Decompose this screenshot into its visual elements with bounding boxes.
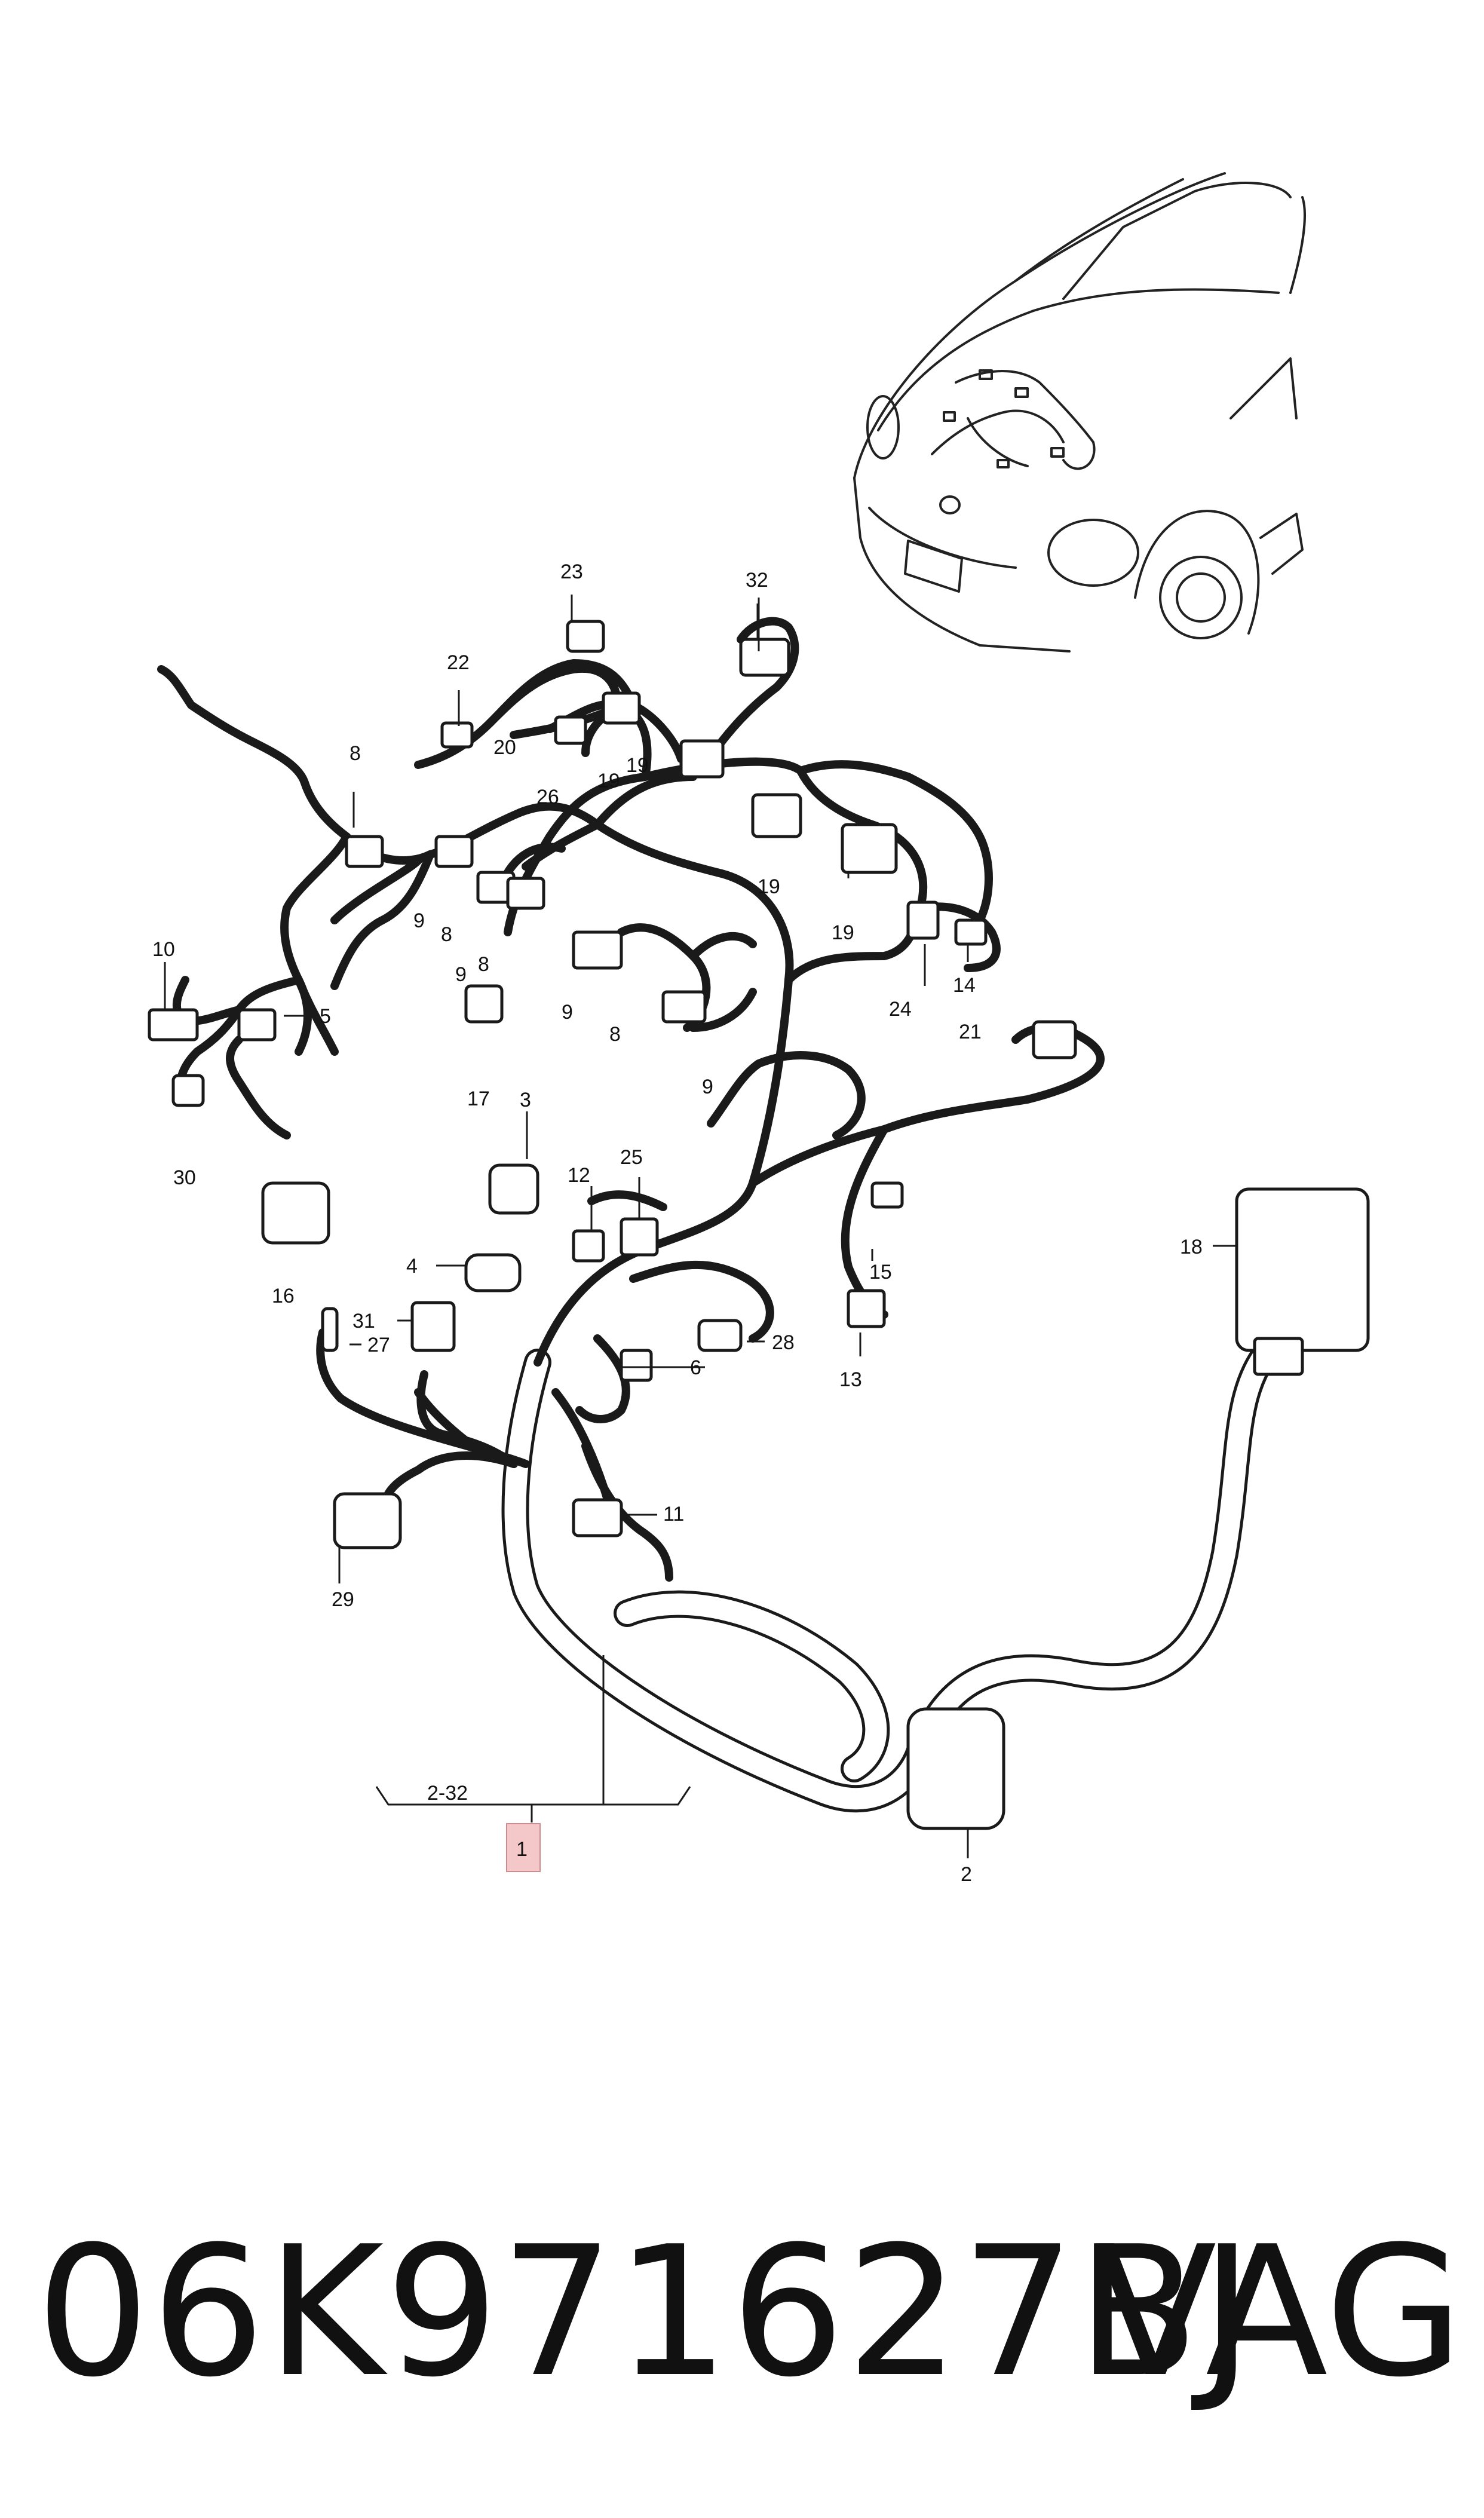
callout-9b: 9: [455, 963, 467, 986]
callout-8b: 8: [441, 923, 452, 946]
callout-22: 22: [447, 651, 470, 674]
callout-1: 1: [516, 1838, 528, 1861]
harness-trunk: [501, 1325, 1292, 1813]
callout-24: 24: [889, 998, 912, 1021]
callout-14: 14: [953, 974, 976, 997]
vehicle-location-inset: [853, 172, 1306, 653]
callout-5: 5: [320, 1005, 331, 1028]
callout-8d: 8: [609, 1023, 621, 1046]
callout-19c: 19: [758, 875, 780, 898]
highlighted-callout-box: [506, 1823, 541, 1872]
callout-11: 11: [663, 1503, 684, 1525]
part-number: 06K971627BJ: [36, 2208, 1255, 2416]
callout-9a: 9: [413, 909, 425, 932]
callout-15: 15: [869, 1261, 892, 1283]
callout-9c: 9: [562, 1001, 573, 1024]
callout-4: 4: [406, 1255, 418, 1278]
callout-19a: 19: [597, 770, 620, 792]
footer: 06K971627BJ VAG: [36, 2211, 1464, 2414]
callout-21: 21: [959, 1021, 982, 1043]
wiring-harness-diagram: 1 2 3 4 5 6 8 8 8 8 9 9 9 9 10 11 12 13 …: [148, 172, 1370, 1886]
callout-labels: 1 2 3 4 5 6 8 8 8 8 9 9 9 9 10 11 12 13 …: [152, 560, 1203, 1886]
callout-13: 13: [839, 1368, 862, 1391]
callout-29: 29: [332, 1588, 354, 1611]
callout-16: 16: [272, 1285, 295, 1307]
connectors: [148, 620, 1370, 1830]
callout-8a: 8: [349, 742, 361, 765]
callout-leaders: [164, 595, 1237, 1858]
callout-2: 2: [961, 1863, 972, 1886]
callout-12: 12: [568, 1164, 590, 1187]
callout-17: 17: [467, 1088, 490, 1110]
callout-26: 26: [536, 786, 559, 808]
callout-25: 25: [620, 1146, 643, 1169]
callout-23: 23: [560, 560, 583, 583]
callout-20: 20: [493, 736, 516, 759]
callout-9d: 9: [702, 1076, 713, 1098]
callout-range: 2-32: [427, 1782, 468, 1805]
callout-19b: 19: [626, 754, 649, 777]
callout-8c: 8: [478, 953, 489, 976]
brand-name: VAG: [1094, 2208, 1464, 2416]
callout-27: 27: [367, 1334, 390, 1356]
callout-6: 6: [690, 1356, 701, 1379]
callout-32: 32: [746, 569, 768, 592]
callout-19d: 19: [832, 921, 854, 944]
callout-18: 18: [1180, 1236, 1203, 1258]
callout-3: 3: [520, 1089, 531, 1111]
callout-30: 30: [173, 1166, 196, 1189]
callout-10: 10: [152, 938, 175, 961]
callout-31: 31: [352, 1310, 375, 1332]
callout-28: 28: [772, 1331, 795, 1354]
